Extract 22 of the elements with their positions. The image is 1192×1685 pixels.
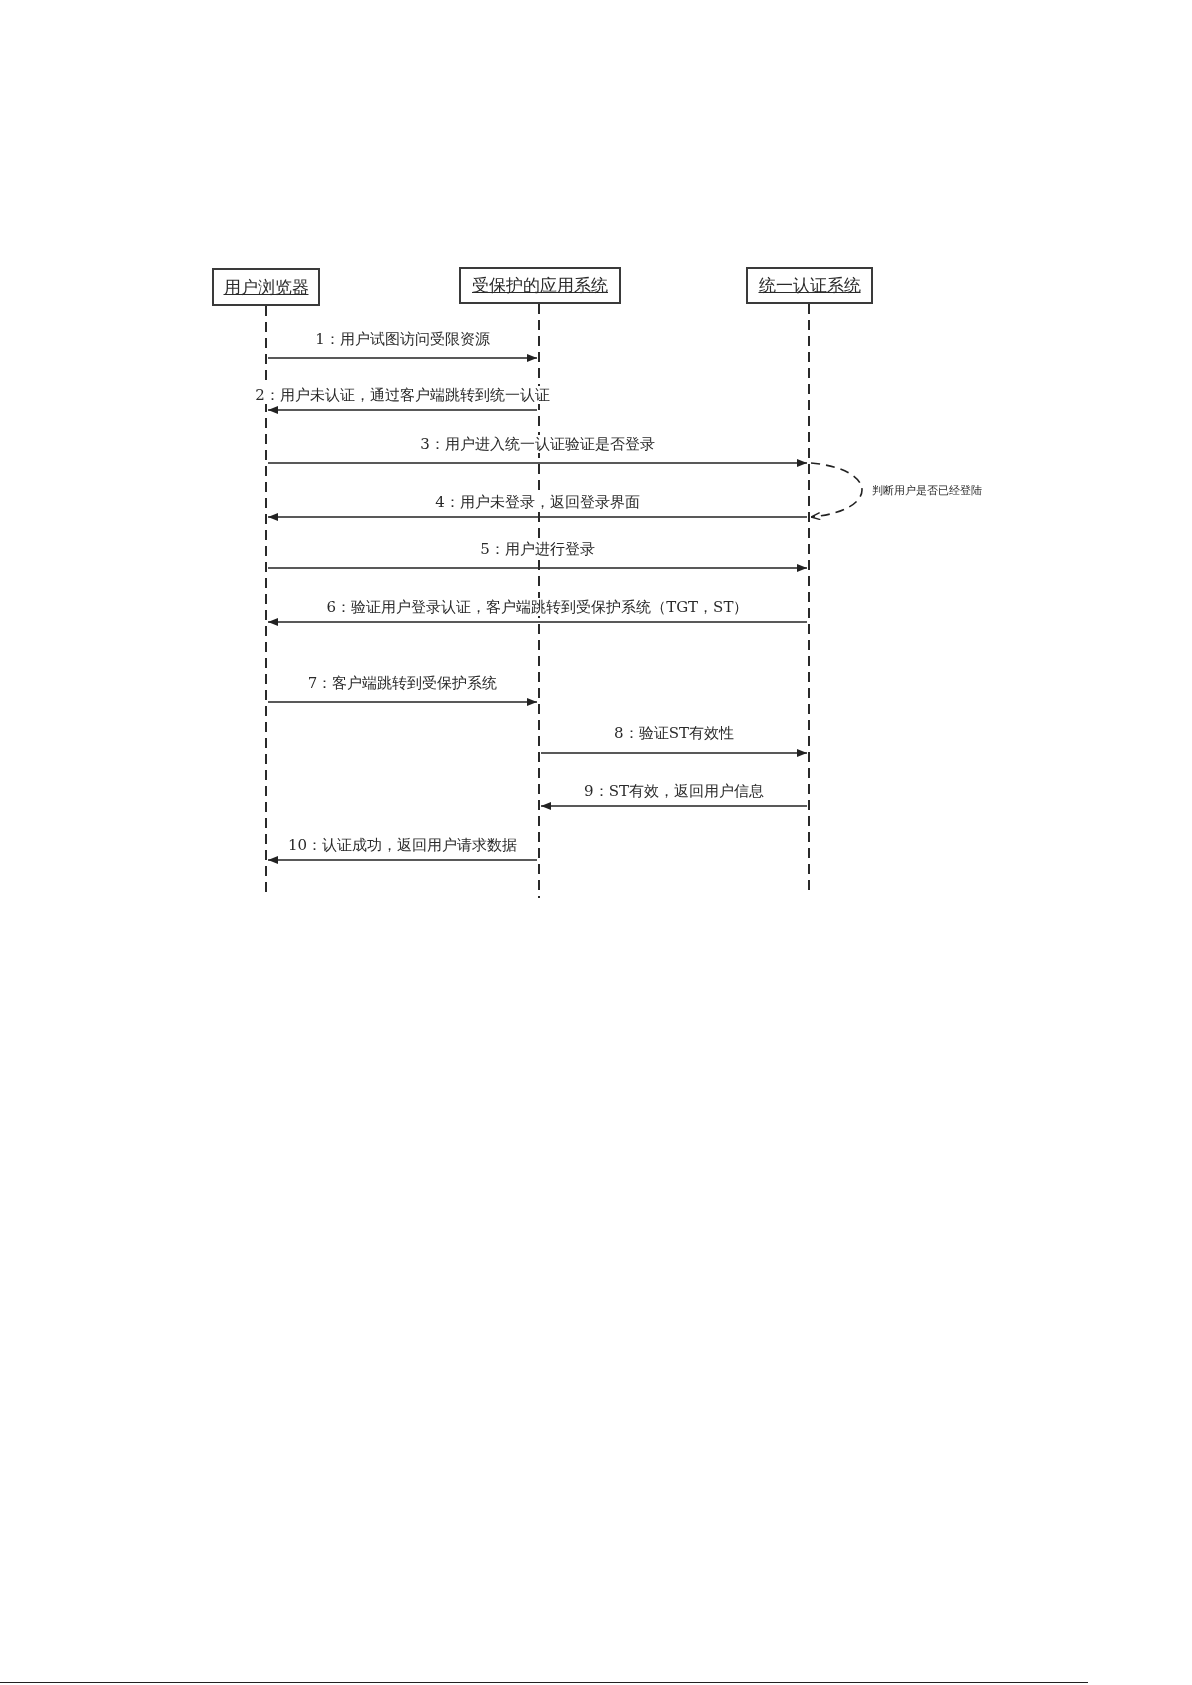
lifeline xyxy=(807,304,811,892)
loop-label: 判断用户是否已经登陆 xyxy=(872,483,982,497)
message-arrow xyxy=(267,459,808,467)
message-label: 2：用户未认证，通过客户端跳转到统一认证 xyxy=(253,386,552,404)
message-arrow xyxy=(267,354,538,362)
message-arrow xyxy=(267,618,808,626)
message-label: 8：验证ST有效性 xyxy=(612,724,736,742)
message-label: 4：用户未登录，返回登录界面 xyxy=(433,493,642,511)
message-arrow xyxy=(267,856,538,864)
message-label: 3：用户进入统一认证验证是否登录 xyxy=(418,435,657,453)
message-arrow xyxy=(267,698,538,706)
message-label: 5：用户进行登录 xyxy=(478,540,597,558)
message-label: 9：ST有效，返回用户信息 xyxy=(582,782,766,800)
participant-box: 统一认证系统 xyxy=(746,267,873,304)
self-message-arrow xyxy=(810,462,863,520)
participant-box: 用户浏览器 xyxy=(212,268,320,306)
participant-box: 受保护的应用系统 xyxy=(459,267,621,304)
message-arrow xyxy=(267,564,808,572)
message-arrow xyxy=(540,802,808,810)
message-arrow xyxy=(267,513,808,521)
message-arrow xyxy=(267,406,538,414)
message-arrow xyxy=(540,749,808,757)
